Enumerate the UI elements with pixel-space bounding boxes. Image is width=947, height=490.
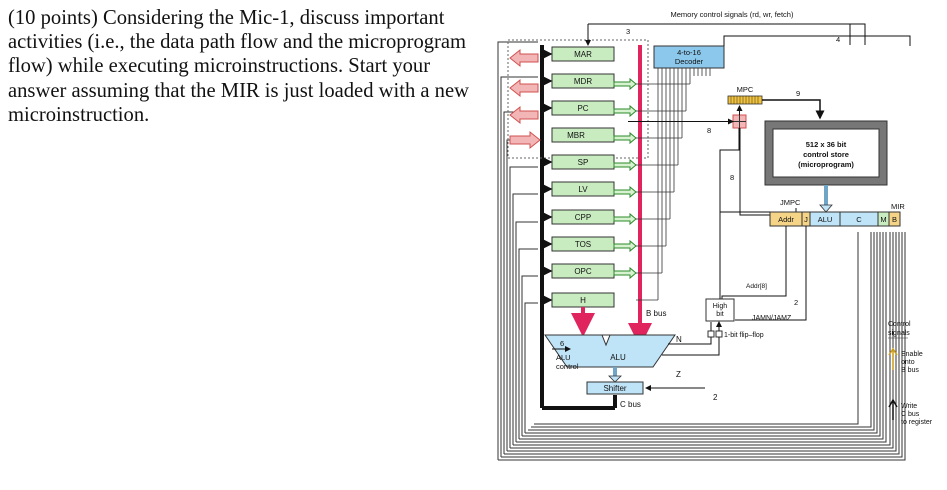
mir-field-c: C bbox=[856, 215, 862, 224]
memory-control-label: Memory control signals (rd, wr, fetch) bbox=[671, 10, 794, 19]
write-arrow-icon bbox=[888, 398, 898, 420]
jam-label: JAMN/JAMZ bbox=[752, 315, 792, 322]
legend-enable-3: B bus bbox=[901, 367, 919, 374]
cs-to-mir-arrow bbox=[819, 185, 833, 213]
c-bus bbox=[540, 45, 617, 410]
shifter-bits-label: 2 bbox=[713, 393, 718, 402]
c-bus-label: C bus bbox=[620, 400, 641, 409]
control-store-line2: control store bbox=[803, 150, 849, 159]
mir-label: MIR bbox=[891, 202, 905, 211]
decoder-line1: 4-to-16 bbox=[677, 48, 701, 57]
flipflop-label: 1-bit flip–flop bbox=[724, 332, 764, 339]
legend: Control signals Enable onto B bus Write … bbox=[888, 321, 933, 426]
mpc: MPC 9 bbox=[727, 85, 825, 120]
z-flag-label: Z bbox=[676, 370, 681, 379]
question-text: (10 points) Considering the Mic-1, discu… bbox=[8, 7, 469, 126]
memory-control-bits: 3 bbox=[626, 27, 630, 36]
decoder-output-lines bbox=[636, 68, 711, 301]
alu-to-shifter-arrow bbox=[608, 367, 622, 383]
legend-title-1: Control bbox=[888, 321, 911, 328]
alu-control: 6 ALU control bbox=[552, 339, 579, 371]
b-bus-enable-arrows bbox=[613, 77, 637, 280]
n-flag-label: N bbox=[676, 335, 682, 344]
mir-field-j: J bbox=[804, 215, 808, 224]
alu-control-line1: ALU bbox=[556, 353, 571, 362]
memory-arrows bbox=[509, 48, 541, 150]
mir-field-m: M bbox=[880, 215, 886, 224]
high-bit-to-mpc bbox=[719, 128, 740, 299]
alu-shape bbox=[544, 334, 676, 368]
high-bit-line2: bit bbox=[716, 311, 723, 318]
legend-write-1: Write bbox=[901, 403, 917, 410]
jmpc-label: JMPC bbox=[780, 198, 801, 207]
register-mbr bbox=[551, 127, 615, 143]
legend-write-3: to register bbox=[901, 419, 933, 426]
control-store-line3: (microprogram) bbox=[798, 160, 854, 169]
mbr-bits-label-2: 8 bbox=[730, 173, 734, 182]
legend-enable-2: onto bbox=[901, 359, 915, 366]
register-lv-label: LV bbox=[578, 185, 588, 194]
memory-control-line: Memory control signals (rd, wr, fetch) 3… bbox=[585, 10, 866, 46]
mpc-label: MPC bbox=[737, 85, 754, 94]
register-mbr-label: MBR bbox=[567, 131, 585, 140]
decoder-line2: Decoder bbox=[675, 57, 704, 66]
alu-bits-label: 6 bbox=[560, 339, 564, 348]
register-h-label: H bbox=[580, 296, 586, 305]
mir-field-b: B bbox=[892, 215, 897, 224]
register-pc-label: PC bbox=[577, 104, 588, 113]
jam-bits-label: 2 bbox=[794, 298, 798, 307]
register-cpp-label: CPP bbox=[575, 213, 591, 222]
memory-control-bits-right: 4 bbox=[836, 35, 840, 44]
control-signal-lines bbox=[497, 41, 906, 461]
register-tos-label: TOS bbox=[575, 240, 591, 249]
mbr-bits-label: 8 bbox=[707, 126, 711, 135]
register-mar-label: MAR bbox=[574, 50, 592, 59]
jmpc-line bbox=[739, 128, 770, 216]
mir: MIR Addr J ALU C M B bbox=[769, 202, 905, 227]
legend-title-2: signals bbox=[888, 330, 910, 337]
legend-enable-1: Enable bbox=[901, 351, 923, 358]
mpc-bits-label: 9 bbox=[796, 89, 800, 98]
flip-flops: 1-bit flip–flop bbox=[705, 322, 764, 356]
shifter bbox=[586, 381, 644, 395]
mir-field-alu: ALU bbox=[818, 215, 833, 224]
b-bus-label: B bus bbox=[646, 309, 666, 318]
mic1-datapath-diagram: MAR MDR PC MBR SP LV CPP TOS OPC H bbox=[497, 10, 933, 461]
control-store-line1: 512 x 36 bit bbox=[806, 140, 847, 149]
or-node: 8 bbox=[628, 105, 747, 135]
c-bus-write-arrows bbox=[542, 49, 553, 305]
alu-label: ALU bbox=[610, 353, 626, 362]
addr8-label: Addr[8] bbox=[746, 283, 767, 290]
alu-flags: N Z bbox=[662, 335, 705, 379]
legend-write-2: C bus bbox=[901, 411, 920, 418]
decoder bbox=[653, 45, 725, 69]
mir-field-addr: Addr bbox=[778, 215, 794, 224]
register-sp-label: SP bbox=[578, 158, 589, 167]
decoder-input-line bbox=[723, 35, 911, 46]
register-opc-label: OPC bbox=[574, 267, 592, 276]
high-bit-line1: High bbox=[713, 303, 728, 310]
shifter-label: Shifter bbox=[603, 384, 626, 393]
register-mdr-label: MDR bbox=[574, 77, 592, 86]
registers: MAR MDR PC MBR SP LV CPP TOS OPC H bbox=[551, 46, 615, 308]
alu-control-line2: control bbox=[556, 362, 579, 371]
enable-arrow-icon bbox=[888, 347, 898, 370]
